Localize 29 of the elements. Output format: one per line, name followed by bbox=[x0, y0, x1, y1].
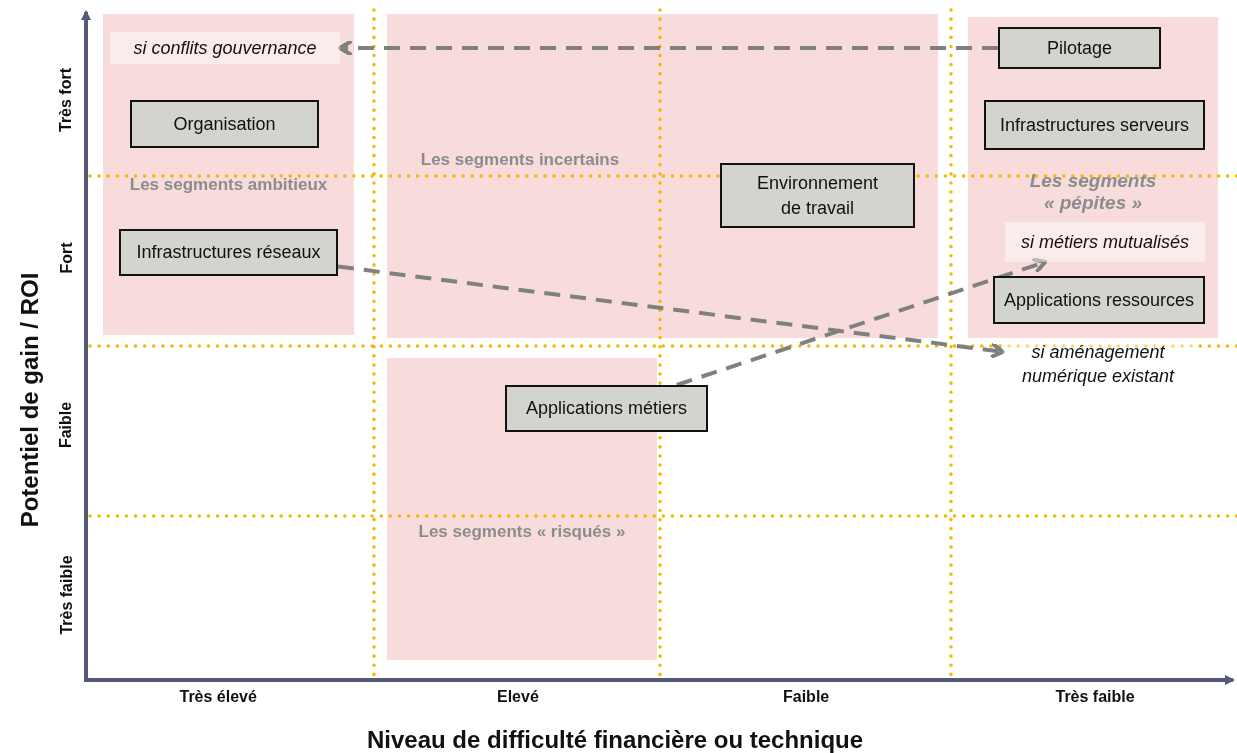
axis-tick-label: Très élevé bbox=[179, 688, 257, 706]
segment-box: Environnement de travail bbox=[720, 163, 915, 228]
segment-box: Applications métiers bbox=[505, 385, 708, 432]
axis-tick-label: Très faible bbox=[1055, 688, 1135, 706]
segment-box: Applications ressources bbox=[993, 276, 1205, 324]
condition-note: si conflits gouvernance bbox=[110, 32, 340, 64]
segment-box: Infrastructures serveurs bbox=[984, 100, 1205, 150]
condition-note: si métiers mutualisés bbox=[1005, 222, 1205, 262]
segment-box: Pilotage bbox=[998, 27, 1161, 69]
zone-title: Les segments « pépites » bbox=[1028, 170, 1158, 214]
zone-title: Les segments « risqués » bbox=[417, 522, 627, 542]
axis-tick-label: Très faible bbox=[57, 555, 76, 635]
dashed-arrow bbox=[338, 40, 998, 56]
zone-title: Les segments ambitieux bbox=[128, 175, 329, 195]
segment-box: Organisation bbox=[130, 100, 319, 148]
dashed-arrow bbox=[676, 257, 1048, 387]
axis-tick-label: Faible bbox=[783, 688, 830, 706]
axis-tick-label: Faible bbox=[57, 401, 76, 449]
zone-title: Les segments incertains bbox=[419, 150, 621, 170]
segment-zone bbox=[968, 17, 1218, 338]
axis-title: Niveau de difficulté financière ou technique bbox=[367, 726, 864, 753]
axis-tick-label: Fort bbox=[57, 242, 76, 274]
axis-tick-label: Elevé bbox=[497, 688, 539, 706]
segment-zone bbox=[387, 14, 938, 338]
segment-box: Infrastructures réseaux bbox=[119, 229, 338, 276]
axis-title: Potentiel de gain / ROI bbox=[15, 272, 44, 528]
axis-tick-label: Très fort bbox=[57, 68, 75, 132]
dashed-arrow bbox=[337, 264, 1005, 359]
segment-zone bbox=[103, 14, 354, 335]
